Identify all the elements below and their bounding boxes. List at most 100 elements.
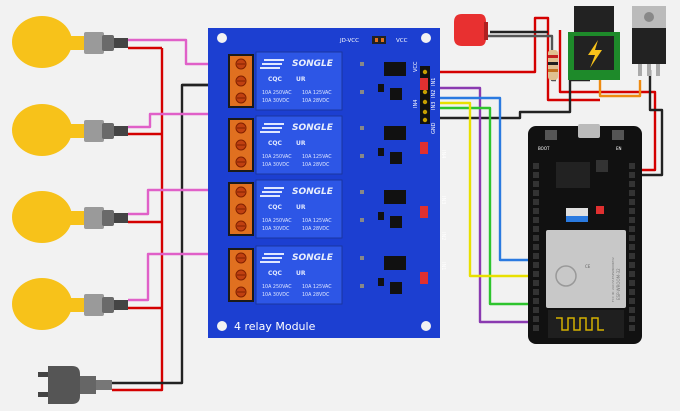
bulb-icon [12, 104, 128, 156]
relay-body [255, 51, 343, 111]
optocoupler [384, 126, 406, 140]
pin-label-vcc: VCC [413, 61, 419, 72]
esp32-pin [533, 325, 539, 331]
en-label: EN [616, 146, 622, 151]
bulb-icon [12, 16, 128, 68]
esp32-pin [629, 226, 635, 232]
status-led [420, 272, 428, 284]
channel-label: IN2 [440, 232, 446, 240]
pin-label-gnd: GND [431, 122, 437, 134]
relay-brand: SONGLE [292, 187, 334, 197]
relay-spec: 10A 30VDC [262, 98, 290, 104]
dc-jack [568, 6, 620, 80]
optocoupler [384, 256, 406, 270]
pin-label-in4: IN4 [413, 100, 419, 108]
relay-spec: 10A 28VDC [302, 226, 330, 232]
esp32-pin [629, 244, 635, 250]
esp32-pin [533, 181, 539, 187]
relay-spec: 10A 28VDC [302, 292, 330, 298]
relay-cert-cqc: CQC [268, 140, 283, 147]
wire-in4-yellow [432, 101, 530, 278]
relay-brand: SONGLE [292, 59, 334, 69]
bulb-icon [12, 191, 128, 243]
relay-cert-cqc: CQC [268, 76, 283, 83]
status-led [420, 78, 428, 90]
relay-spec: 10A 30VDC [262, 162, 290, 168]
jumper [372, 36, 386, 44]
shield-model: ESP-WROOM-32 [616, 268, 621, 300]
esp32-pin [629, 199, 635, 205]
relay-spec: 10A 250VAC [262, 284, 292, 290]
status-led [420, 142, 428, 154]
esp32-pin [629, 181, 635, 187]
relay-module: JD-VCC VCC 4 relay Module VCC IN1 IN2 IN… [208, 28, 446, 338]
esp32-pin [629, 298, 635, 304]
esp32-pin [629, 163, 635, 169]
wire-in3-green [432, 106, 530, 306]
wire-vcc-red [432, 16, 600, 102]
channel-label: IN4 [440, 150, 446, 158]
esp32-pins [533, 163, 635, 331]
resistor-icon [548, 50, 558, 80]
esp32-pin [533, 208, 539, 214]
optocoupler [384, 190, 406, 204]
relay-body [255, 245, 343, 305]
relay-cert-cqc: CQC [268, 270, 283, 277]
wire-mains-red [112, 48, 164, 392]
esp32-pin [533, 199, 539, 205]
esp32-pin [533, 253, 539, 259]
wire-resistor [486, 34, 556, 82]
regulator-icon [632, 6, 666, 76]
esp32-pin [533, 163, 539, 169]
led-icon [454, 14, 488, 46]
vcc-label: VCC [396, 38, 408, 44]
relay-spec: 10A 125VAC [302, 90, 332, 96]
esp32-pin [533, 217, 539, 223]
plug-icon [38, 366, 112, 404]
lightning-icon [588, 40, 602, 68]
module-title: 4 relay Module [234, 320, 316, 333]
relay-cert-ur: UR [296, 140, 306, 147]
esp32-pin [629, 289, 635, 295]
esp32-board: BOOT EN CE ESP-WROOM-32 FCC ID: 2AC7Z-ES… [528, 124, 642, 344]
esp32-pin [629, 316, 635, 322]
esp32-pin [533, 280, 539, 286]
esp32-pin [533, 289, 539, 295]
esp32-pin [629, 217, 635, 223]
relay-brand: SONGLE [292, 253, 334, 263]
wire-black-reg [640, 70, 664, 177]
esp32-pin [629, 271, 635, 277]
relay-cert-ur: UR [296, 270, 306, 277]
esp32-pin [533, 226, 539, 232]
esp32-pin [629, 172, 635, 178]
wire-orange [598, 78, 642, 98]
esp32-pin [629, 253, 635, 259]
esp32-pin [533, 307, 539, 313]
relay-spec: 10A 250VAC [262, 154, 292, 160]
relay-cert-ur: UR [296, 76, 306, 83]
relay-channels: SONGLE CQC UR 10A 250VAC 10A 125VAC 10A 30VDC… [228, 51, 428, 305]
esp32-pin [533, 271, 539, 277]
bulb-icon [12, 278, 128, 330]
pin-label-in2: IN2 [431, 90, 437, 98]
pin-label-in1: IN1 [431, 78, 437, 86]
relay-cert-ur: UR [296, 204, 306, 211]
wire-in1-purple [432, 86, 530, 324]
boot-label: BOOT [538, 146, 550, 151]
esp32-pin [533, 298, 539, 304]
esp32-pin [629, 325, 635, 331]
esp32-shield [546, 230, 626, 308]
esp32-pin [533, 244, 539, 250]
relay-spec: 10A 28VDC [302, 98, 330, 104]
esp32-pin [533, 172, 539, 178]
wire-in2-blue [432, 96, 530, 262]
relay-spec: 10A 30VDC [262, 226, 290, 232]
esp32-pin [533, 235, 539, 241]
shield-cert: CE [585, 264, 591, 269]
esp32-pin [533, 262, 539, 268]
relay-spec: 10A 28VDC [302, 162, 330, 168]
